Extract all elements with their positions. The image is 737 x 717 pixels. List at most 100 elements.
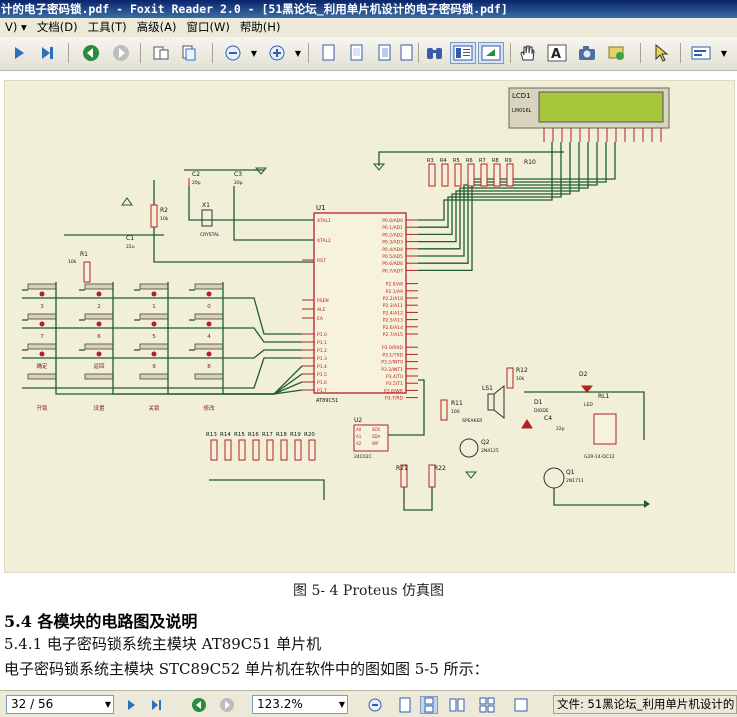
menu-item-1[interactable]: 文档(D)	[36, 20, 78, 34]
single-page-icon[interactable]	[318, 42, 340, 64]
key-label: 0	[207, 304, 211, 310]
mcu-pin-label: P2.2/A10	[383, 296, 403, 302]
status-forward-icon[interactable]	[218, 696, 236, 714]
select-text-icon[interactable]	[150, 42, 172, 64]
go-back-icon[interactable]	[80, 42, 102, 64]
diagram-label: 100	[451, 409, 460, 415]
pullup-wire	[403, 487, 433, 511]
continuous-page-icon[interactable]	[346, 42, 368, 64]
zoom-out-icon[interactable]	[222, 42, 244, 64]
thumbnails-panel-icon[interactable]	[478, 42, 504, 64]
pack-resistor-ref: R3	[427, 158, 434, 164]
last-page-icon[interactable]	[36, 42, 58, 64]
zoom-in-icon[interactable]	[266, 42, 288, 64]
status-cont-facing-icon[interactable]	[478, 696, 496, 714]
status-continuous-icon[interactable]	[420, 696, 438, 714]
typewriter-icon[interactable]	[606, 42, 628, 64]
fit-page-icon[interactable]	[396, 42, 418, 64]
mcu-pin-label: P0.6/AD6	[382, 261, 403, 267]
hand-tool-icon[interactable]	[516, 42, 538, 64]
menu-item-4[interactable]: 窗口(W)	[186, 20, 230, 34]
mcu-pin-label: P1.1	[317, 340, 327, 346]
zoom-level-field[interactable]: 123.2%▼	[252, 695, 348, 714]
keypad-row-wire	[22, 357, 302, 389]
mcu-pin-label: P2.7/A15	[383, 332, 403, 338]
next-page-icon[interactable]	[122, 696, 140, 714]
bookmarks-panel-icon[interactable]	[450, 42, 476, 64]
key-switch	[194, 343, 224, 350]
last-page-status-icon[interactable]	[148, 696, 166, 714]
select-pointer-icon[interactable]	[650, 42, 672, 64]
bottom-resistor	[224, 439, 232, 461]
key-label: 5	[152, 334, 156, 340]
key-label: 4	[207, 334, 211, 340]
mcu-pin-label: P2.0/A8	[386, 282, 403, 288]
diagram-label: C2	[192, 171, 200, 178]
snapshot-icon[interactable]	[576, 42, 598, 64]
crystal-x1	[201, 209, 213, 227]
menu-item-3[interactable]: 高级(A)	[136, 20, 177, 34]
diagram-label: R11	[451, 400, 463, 407]
status-single-page-icon[interactable]	[396, 696, 414, 714]
r11	[440, 399, 448, 421]
status-zoom-out-icon[interactable]	[366, 696, 384, 714]
menu-item-0[interactable]: V) ▾	[5, 20, 27, 34]
find-icon[interactable]	[424, 42, 446, 64]
key-contact	[39, 291, 45, 297]
subsection-heading: 5.4.1 电子密码锁系统主模块 AT89C51 单片机	[4, 635, 322, 653]
menu-item-2[interactable]: 工具(T)	[87, 20, 127, 34]
mcu-pin-label: P0.4/AD4	[382, 247, 403, 253]
diagram-label: R12	[516, 367, 528, 374]
zoom-in-dropdown-icon[interactable]: ▼	[294, 48, 302, 58]
key-contact	[39, 351, 45, 357]
relay-rl1	[593, 413, 617, 445]
copy-icon[interactable]	[178, 42, 200, 64]
mcu-pin-label: P3.1/TXD	[382, 352, 403, 358]
status-fit-icon[interactable]	[512, 696, 530, 714]
status-back-icon[interactable]	[190, 696, 208, 714]
annotation-tool-icon[interactable]	[688, 42, 716, 64]
diagram-label: D1	[534, 399, 543, 406]
text-select-icon[interactable]: A	[546, 42, 568, 64]
key-contact	[151, 321, 157, 327]
diagram-label: Q2	[481, 439, 490, 446]
page-number-value: 32 / 56	[11, 697, 54, 711]
status-facing-icon[interactable]	[448, 696, 466, 714]
diagram-label: 20p	[234, 180, 243, 186]
section-heading: 5.4 各模块的电路图及说明	[4, 612, 198, 631]
mcu-pin-label: P3.4/T0	[386, 374, 403, 380]
mcu-pin-label: P3.0/RXD	[382, 345, 404, 351]
mcu-pin-label: P0.7/AD7	[382, 268, 403, 274]
diagram-label: 10k	[68, 259, 77, 265]
key-contact	[206, 321, 212, 327]
bottom-resistor-ref: R19	[290, 432, 301, 438]
mcu-pin-label: P1.5	[317, 372, 327, 378]
go-forward-icon[interactable]	[110, 42, 132, 64]
key-label: 7	[40, 334, 44, 340]
r10-ref: R10	[524, 159, 536, 166]
menu-item-5[interactable]: 帮助(H)	[239, 20, 281, 34]
mcu-pin-label: P0.3/AD3	[382, 240, 403, 246]
key-label: 返回	[93, 363, 105, 370]
diagram-label: R22	[434, 465, 446, 472]
zoom-out-dropdown-icon[interactable]: ▼	[250, 48, 258, 58]
eeprom-pin-label: A2	[356, 441, 362, 446]
mcu-pin-label: P3.3/INT1	[381, 367, 403, 373]
facing-page-icon[interactable]	[374, 42, 396, 64]
annotation-dropdown-icon[interactable]: ▼	[720, 48, 728, 58]
key-switch	[139, 313, 169, 320]
diagram-label: C1	[126, 235, 134, 242]
pack-resistor	[480, 163, 488, 187]
mcu-pin-label: P2.3/A11	[383, 303, 403, 309]
bottom-resistor-ref: R15	[234, 432, 245, 438]
key-switch	[84, 313, 114, 320]
mcu-pin-label: XTAL1	[317, 218, 331, 224]
keypad-row-wire	[22, 297, 302, 335]
mcu-pin-label: P2.1/A9	[386, 289, 403, 295]
key-contact	[151, 291, 157, 297]
transistor-q2	[459, 438, 479, 458]
eeprom-pin-label: WP	[372, 441, 379, 446]
play-icon[interactable]	[8, 42, 30, 64]
bottom-resistor	[294, 439, 302, 461]
page-number-field[interactable]: 32 / 56▼	[6, 695, 114, 714]
